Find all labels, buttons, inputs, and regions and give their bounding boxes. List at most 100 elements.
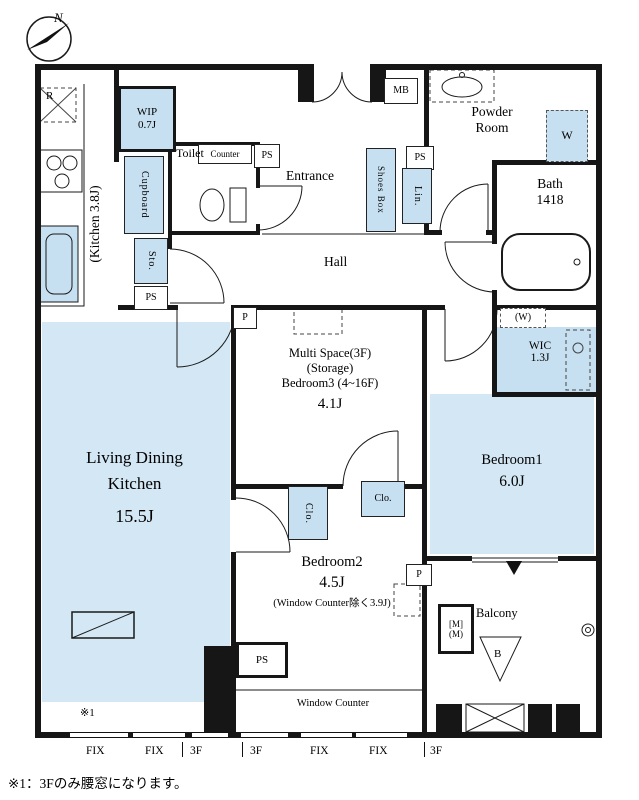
balcony-drain-center bbox=[585, 627, 591, 633]
dim-tick bbox=[242, 742, 243, 757]
wall bbox=[497, 160, 602, 165]
balcony-block bbox=[556, 704, 580, 732]
vanity-faucet bbox=[459, 72, 465, 78]
wip-room: WIP 0.7J bbox=[118, 86, 176, 152]
wall bbox=[427, 556, 472, 561]
ps-label: PS bbox=[414, 152, 426, 164]
wall bbox=[35, 64, 41, 738]
kitchen-door-arc bbox=[169, 248, 225, 304]
closet-label: Clo. bbox=[374, 493, 392, 505]
kitchen-sink-basin bbox=[45, 233, 73, 295]
window-label-fix: FIX bbox=[369, 745, 388, 757]
storage-closet: Sto. bbox=[134, 238, 168, 284]
window-label-3f: 3F bbox=[190, 745, 203, 757]
entrance-door-arc bbox=[341, 71, 373, 103]
burner-icon bbox=[54, 173, 70, 189]
multi-line2: (Storage) bbox=[306, 361, 354, 375]
toilet-door-arc bbox=[257, 185, 303, 231]
burner-icon bbox=[62, 155, 78, 171]
pillar bbox=[298, 64, 314, 102]
wall bbox=[231, 552, 236, 738]
window-label-3f: 3F bbox=[430, 745, 443, 757]
window-label-3f: 3F bbox=[250, 745, 263, 757]
powder-line1: Powder bbox=[471, 104, 513, 119]
window-label-fix: FIX bbox=[86, 745, 105, 757]
dim-tick bbox=[424, 742, 425, 757]
window-fix bbox=[133, 732, 185, 738]
overhead-cabinet bbox=[293, 307, 343, 335]
note-marker: ※1 bbox=[80, 707, 95, 719]
bedroom2-note: (Window Counter除く3.9J) bbox=[273, 598, 391, 609]
bath-drain bbox=[573, 258, 581, 266]
washer-label: W bbox=[561, 128, 573, 143]
closet-2: Clo. bbox=[361, 481, 405, 517]
burner-icon bbox=[46, 155, 62, 171]
ps-label: PS bbox=[261, 150, 273, 162]
compass-circle bbox=[26, 16, 72, 62]
bedroom2-dashed-cabinet bbox=[393, 583, 421, 617]
window-fix bbox=[301, 732, 352, 738]
wall bbox=[424, 230, 442, 235]
wip-size: 0.7J bbox=[137, 119, 156, 131]
balcony-block bbox=[528, 704, 552, 732]
wall bbox=[168, 142, 172, 235]
washer-space: W bbox=[546, 110, 588, 162]
tv-board-diagonal bbox=[71, 611, 135, 639]
pipe-space-left: PS bbox=[134, 286, 168, 310]
fridge-label: R bbox=[46, 90, 54, 102]
bedroom1-name: Bedroom1 bbox=[481, 452, 543, 468]
p-label: P bbox=[416, 569, 422, 581]
multi-space-label: Multi Space(3F) (Storage) Bedroom3 (4~16… bbox=[240, 346, 420, 413]
bedroom3-door-arc bbox=[342, 430, 399, 487]
powder-line2: Room bbox=[475, 120, 509, 135]
bath-door-arc bbox=[444, 241, 496, 293]
wall bbox=[236, 305, 445, 310]
window-3f bbox=[192, 732, 228, 738]
pillar bbox=[204, 646, 234, 732]
counter-box: Counter bbox=[198, 144, 252, 164]
balcony-entry-marker bbox=[506, 561, 522, 575]
pipe-space-entrance: PS bbox=[254, 144, 280, 168]
kitchen-counter-edge bbox=[40, 84, 85, 307]
ldk-size: 15.5J bbox=[115, 506, 154, 526]
pipe-shaft-2: P bbox=[406, 564, 432, 586]
counter-label: Counter bbox=[210, 148, 240, 159]
bathtub bbox=[501, 233, 591, 291]
balcony-block bbox=[436, 704, 462, 732]
w-mark-label: (W) bbox=[514, 312, 532, 324]
wic-washer-mark: (W) bbox=[500, 308, 546, 328]
bath-size: 1418 bbox=[536, 192, 564, 207]
bedroom2-size: 4.5J bbox=[319, 574, 345, 591]
meter1-label: [M] bbox=[449, 618, 463, 629]
window-counter-label: Window Counter bbox=[296, 698, 370, 709]
compass-n-label: N bbox=[54, 10, 63, 25]
ldk-door-arc bbox=[176, 308, 236, 368]
vanity-counter bbox=[429, 69, 495, 103]
wall bbox=[114, 64, 119, 162]
bedroom1-label: Bedroom1 6.0J bbox=[452, 452, 572, 491]
wall bbox=[231, 305, 236, 500]
cupboard: Cupboard bbox=[124, 156, 164, 234]
entrance-door-arc bbox=[311, 71, 343, 103]
bath-name: Bath bbox=[537, 176, 563, 191]
closet-1: Clo. bbox=[288, 486, 328, 540]
multi-line1: Multi Space(3F) bbox=[288, 346, 372, 360]
pipe-shaft-1: P bbox=[233, 307, 257, 329]
wall bbox=[168, 235, 172, 249]
ps-label: PS bbox=[145, 292, 157, 304]
window-label-fix: FIX bbox=[310, 745, 329, 757]
window-fix bbox=[356, 732, 407, 738]
meter-box: MB bbox=[384, 78, 418, 104]
kitchen-label: (Kitchen 3.8J) bbox=[87, 185, 102, 263]
wall bbox=[398, 484, 422, 489]
balcony-hatch-diag2 bbox=[465, 703, 525, 733]
linen-label: Lin. bbox=[411, 185, 423, 207]
shoes-box: Shoes Box bbox=[366, 148, 396, 232]
balcony-label: Balcony bbox=[476, 606, 518, 620]
wall bbox=[422, 305, 427, 738]
powder-room-label: Powder Room bbox=[448, 104, 536, 136]
fridge-cross-2 bbox=[39, 87, 77, 123]
multi-size: 4.1J bbox=[317, 396, 343, 412]
entrance-label: Entrance bbox=[286, 168, 334, 183]
meter2-label: (M) bbox=[449, 629, 463, 639]
